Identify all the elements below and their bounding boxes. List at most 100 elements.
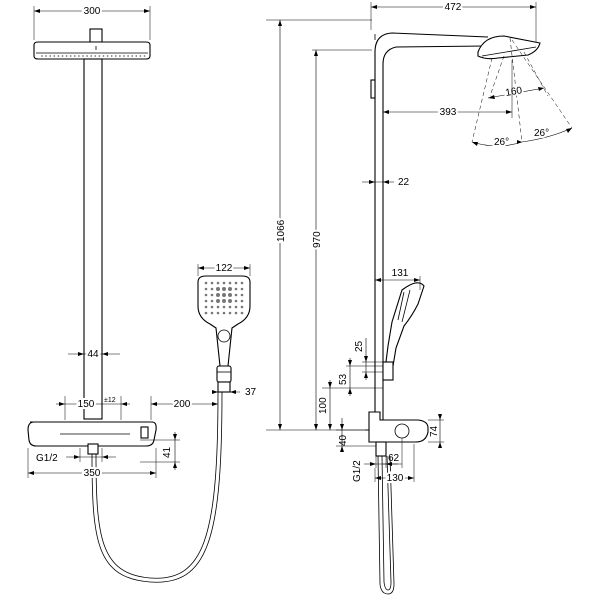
nozzle-dot: [234, 311, 238, 315]
label-dim-74: 74: [429, 425, 440, 437]
nozzle-dot: [240, 299, 244, 303]
dim-hand-shower-head: 122: [197, 261, 251, 276]
side-thermostat: [365, 411, 429, 457]
dim-holder: 37: [212, 387, 257, 398]
label-head-width: 300: [84, 6, 101, 17]
nozzle-dot: [143, 55, 146, 57]
label-head-height: 970: [312, 231, 323, 248]
label-arm-to-head: 393: [440, 107, 457, 118]
shower-column: [83, 58, 103, 420]
nozzle-dot: [139, 55, 142, 57]
nozzle-dot: [110, 55, 113, 57]
nozzle-dot: [69, 55, 72, 57]
nozzle-dot: [240, 293, 244, 297]
nozzle-dot: [82, 55, 84, 57]
dim-head-diameter: 160: [487, 83, 545, 101]
label-dim-53: 53: [338, 373, 349, 385]
nozzle-dot: [222, 287, 226, 291]
label-hand-shower-projection: 131: [392, 268, 409, 279]
dim-connection-spacing: 150 ±12: [56, 396, 130, 420]
nozzle-dot: [228, 281, 232, 285]
dim-head-height: 970: [310, 49, 372, 430]
label-arm-projection: 472: [445, 2, 462, 13]
overhead-shower-head: [33, 28, 151, 60]
dim-spray-angles: 26° 26°: [471, 126, 573, 150]
dim-25: 25: [354, 338, 383, 380]
nozzle-dot: [210, 287, 214, 291]
nozzle-dot: [222, 299, 226, 303]
side-column-arm: [370, 32, 489, 430]
dim-74: 74: [428, 414, 444, 448]
nozzle-dot: [240, 311, 244, 315]
label-dim-40: 40: [338, 434, 349, 446]
dim-hand-shower-offset: 200: [150, 396, 218, 420]
nozzle-dot: [135, 55, 138, 57]
shower-hose: [91, 391, 223, 583]
nozzle-dot: [204, 305, 208, 309]
nozzle-dot: [204, 293, 208, 297]
label-thread-front: G1/2: [36, 453, 58, 464]
nozzle-dot: [210, 311, 214, 315]
nozzle-dot: [94, 55, 97, 57]
label-head-diameter: 160: [505, 85, 524, 99]
nozzle-dot: [210, 305, 214, 309]
label-dim-130: 130: [387, 473, 404, 484]
nozzle-dot: [210, 281, 214, 285]
nozzle-dot: [240, 305, 244, 309]
nozzle-dot: [234, 287, 238, 291]
label-inlet-height: 41: [162, 446, 173, 458]
nozzle-dot: [102, 55, 105, 57]
nozzle-dot: [41, 55, 43, 57]
dim-arm-to-head: 393: [383, 60, 513, 120]
nozzle-dot: [216, 299, 220, 303]
nozzle-dot: [228, 293, 232, 297]
dim-40: 40: [336, 418, 376, 452]
nozzle-dot: [204, 287, 208, 291]
dim-100: 100: [318, 380, 346, 430]
nozzle-dot: [204, 281, 208, 285]
label-thermostat-width: 350: [84, 468, 101, 479]
label-column: 44: [87, 349, 99, 360]
side-shower-head: [477, 35, 541, 60]
nozzle-dot: [78, 55, 80, 57]
nozzle-dot: [119, 55, 121, 57]
nozzle-dot: [53, 55, 56, 57]
label-dim-25: 25: [354, 340, 365, 352]
dim-column-width: 22: [362, 177, 410, 188]
nozzle-dot: [57, 55, 60, 57]
nozzle-dot: [228, 287, 232, 291]
nozzle-dot: [90, 55, 93, 57]
label-total-height: 1066: [276, 219, 287, 242]
nozzle-dot: [222, 311, 226, 315]
dim-62: 62: [383, 438, 403, 468]
label-angle-left: 26°: [494, 137, 509, 148]
nozzle-dot: [210, 293, 214, 297]
dim-head-width: 300: [33, 4, 151, 40]
label-hand-shower-offset: 200: [174, 399, 191, 410]
label-thread-side: G1/2: [352, 460, 363, 482]
nozzle-dot: [127, 55, 129, 57]
nozzle-dot: [86, 55, 88, 57]
nozzle-dot: [228, 311, 232, 315]
spray-lines: [471, 37, 573, 143]
label-hand-shower-head: 122: [216, 263, 233, 274]
nozzle-dot: [98, 55, 101, 57]
dim-thermostat-width: 350: [27, 448, 157, 481]
nozzle-dot: [234, 305, 238, 309]
dim-thread-front: G1/2: [36, 448, 116, 464]
dim-total-height: 1066: [266, 19, 372, 431]
nozzle-dot: [234, 293, 238, 297]
nozzle-dot: [123, 55, 125, 57]
nozzle-dot: [204, 311, 208, 315]
nozzle-dot: [234, 281, 238, 285]
dim-arm-projection: 472: [370, 0, 537, 42]
front-view: 300 44 150 ±12 200: [27, 4, 257, 583]
nozzle-dot: [228, 299, 232, 303]
hand-shower-front: [197, 275, 251, 393]
dim-hand-shower-projection: 131: [375, 268, 421, 290]
nozzle-dot: [210, 299, 214, 303]
nozzle-dot: [61, 55, 64, 57]
dim-130: 130: [374, 444, 415, 486]
nozzle-dot: [222, 305, 226, 309]
nozzle-dot: [114, 55, 117, 57]
